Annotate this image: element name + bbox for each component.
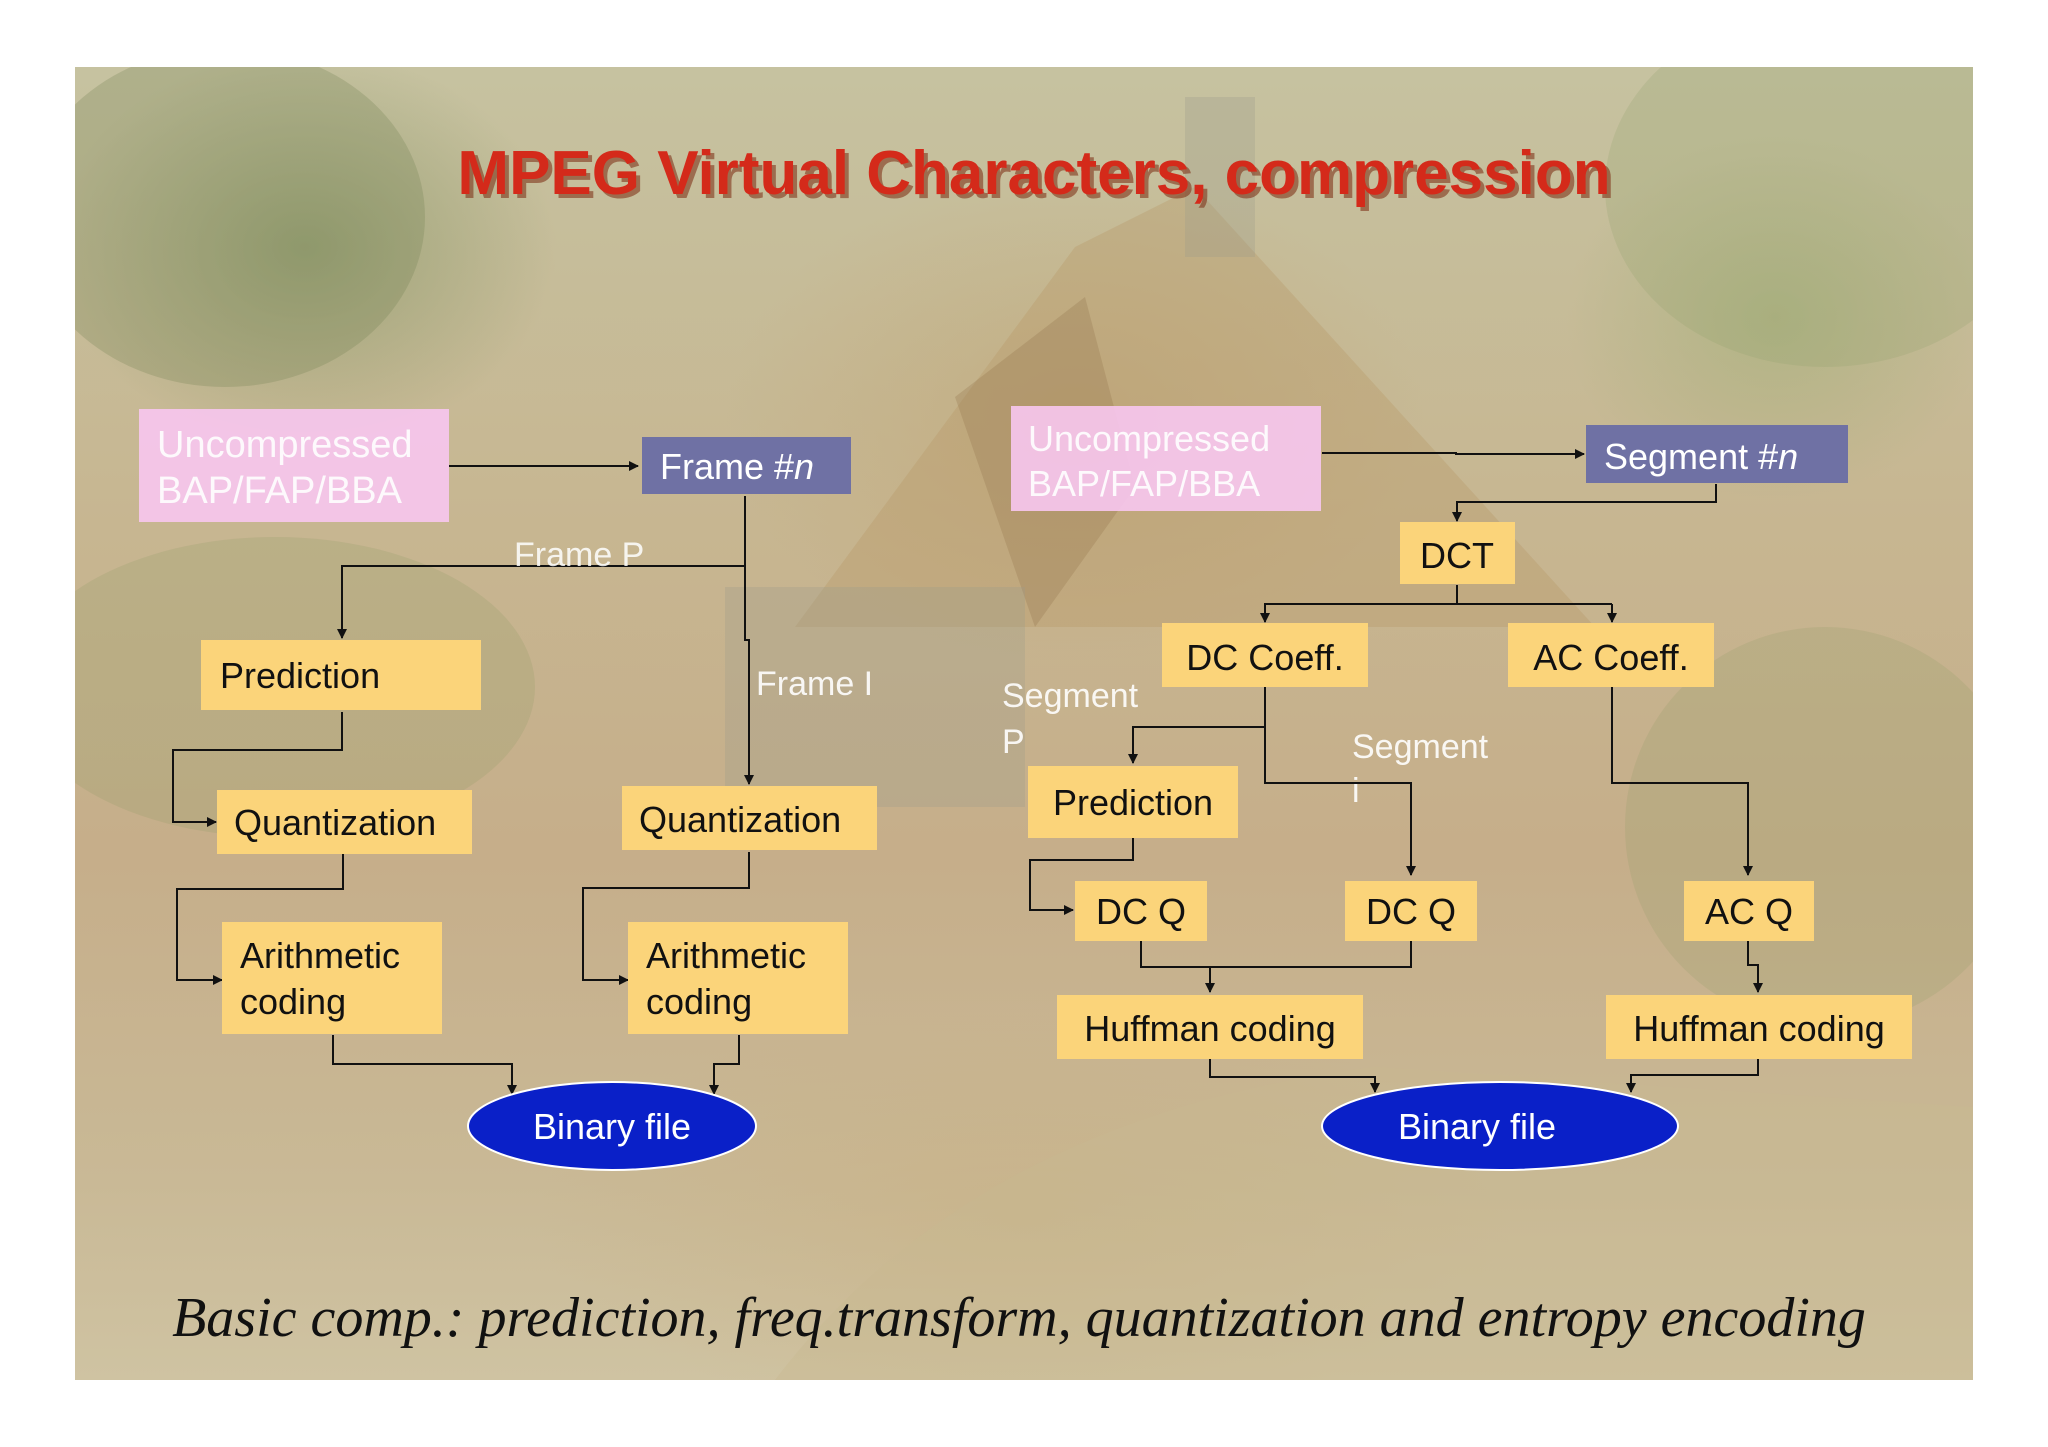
ac-coeff-box xyxy=(1508,623,1714,687)
footer-caption: Basic comp.: prediction, freq.transform,… xyxy=(172,1287,1866,1349)
ac-q-label: AC Q xyxy=(1705,891,1793,932)
dc-coeff-box xyxy=(1162,623,1368,687)
left-arith-p-line1: Arithmetic xyxy=(240,935,400,976)
left-quantization-p-label: Quantization xyxy=(234,802,436,843)
left-source-line2: BAP/FAP/BBA xyxy=(157,470,403,512)
slide-title: MPEG Virtual Characters, compression xyxy=(457,139,1610,208)
right-source-line2: BAP/FAP/BBA xyxy=(1028,463,1260,504)
huffman-label-2: Huffman coding xyxy=(1633,1008,1885,1049)
right-prediction-box xyxy=(1028,766,1238,838)
svg-text:Segment P: Segment P xyxy=(1002,677,1148,761)
left-quantization-i-label: Quantization xyxy=(639,799,841,840)
dc-q-label-2: DC Q xyxy=(1366,891,1456,932)
left-arith-i-box xyxy=(628,922,848,1034)
segment-i-line2: i xyxy=(1352,772,1360,810)
left-quantization-i-box xyxy=(622,786,877,850)
left-quantization-p-box xyxy=(217,790,472,854)
huffman-box-1 xyxy=(1057,995,1363,1059)
frame-i-label: Frame I xyxy=(756,665,873,703)
dc-q-box-2 xyxy=(1345,881,1477,941)
svg-text:Segment i: Segment i xyxy=(1352,728,1498,810)
left-prediction-label: Prediction xyxy=(220,655,380,696)
left-diagram: Uncompressed BAP/FAP/BBA Frame #n Frame … xyxy=(139,409,877,1171)
dct-box xyxy=(1400,522,1515,584)
right-source-box xyxy=(1011,406,1321,511)
right-binary-file xyxy=(1321,1081,1679,1171)
right-diagram: Uncompressed BAP/FAP/BBA Segment #n DCT … xyxy=(1002,406,1912,1171)
segment-n-box xyxy=(1586,425,1848,483)
dc-q-box-1 xyxy=(1075,881,1207,941)
frame-n-label: Frame #n xyxy=(660,446,814,487)
left-source-box xyxy=(139,409,449,522)
left-binary-label: Binary file xyxy=(533,1106,691,1147)
left-source-line1: Uncompressed xyxy=(157,424,413,466)
right-binary-label: Binary file xyxy=(1398,1106,1556,1147)
huffman-label-1: Huffman coding xyxy=(1084,1008,1336,1049)
huffman-box-2 xyxy=(1606,995,1912,1059)
frame-n-box xyxy=(642,437,851,494)
svg-text:Uncompressed BAP/FAP/BBA: Uncompressed BAP/FAP/BBA xyxy=(157,424,423,512)
frame-p-label: Frame P xyxy=(514,536,644,574)
segment-p-line2: P xyxy=(1002,723,1025,761)
svg-text:Arithmetic coding: Arithmetic coding xyxy=(646,935,816,1022)
left-arith-i-line1: Arithmetic xyxy=(646,935,806,976)
dct-label: DCT xyxy=(1420,535,1494,576)
right-source-line1: Uncompressed xyxy=(1028,418,1270,459)
segment-p-line1: Segment xyxy=(1002,677,1139,715)
segment-n-label: Segment #n xyxy=(1604,436,1798,477)
left-arith-p-line2: coding xyxy=(240,981,346,1022)
ac-q-box xyxy=(1684,881,1814,941)
dc-q-label-1: DC Q xyxy=(1096,891,1186,932)
svg-text:Uncompressed BAP/FAP/BBA: Uncompressed BAP/FAP/BBA xyxy=(1028,418,1280,504)
svg-text:MPEG Virtual Characters, compr: MPEG Virtual Characters, compression xyxy=(461,143,1614,212)
dc-coeff-label: DC Coeff. xyxy=(1186,637,1343,678)
ac-coeff-label: AC Coeff. xyxy=(1533,637,1688,678)
left-arith-p-box xyxy=(222,922,442,1034)
svg-text:Arithmetic coding: Arithmetic coding xyxy=(240,935,410,1022)
right-prediction-label: Prediction xyxy=(1053,782,1213,823)
left-binary-file xyxy=(467,1081,757,1171)
segment-i-line1: Segment xyxy=(1352,728,1489,766)
left-prediction-box xyxy=(201,640,481,710)
left-arith-i-line2: coding xyxy=(646,981,752,1022)
